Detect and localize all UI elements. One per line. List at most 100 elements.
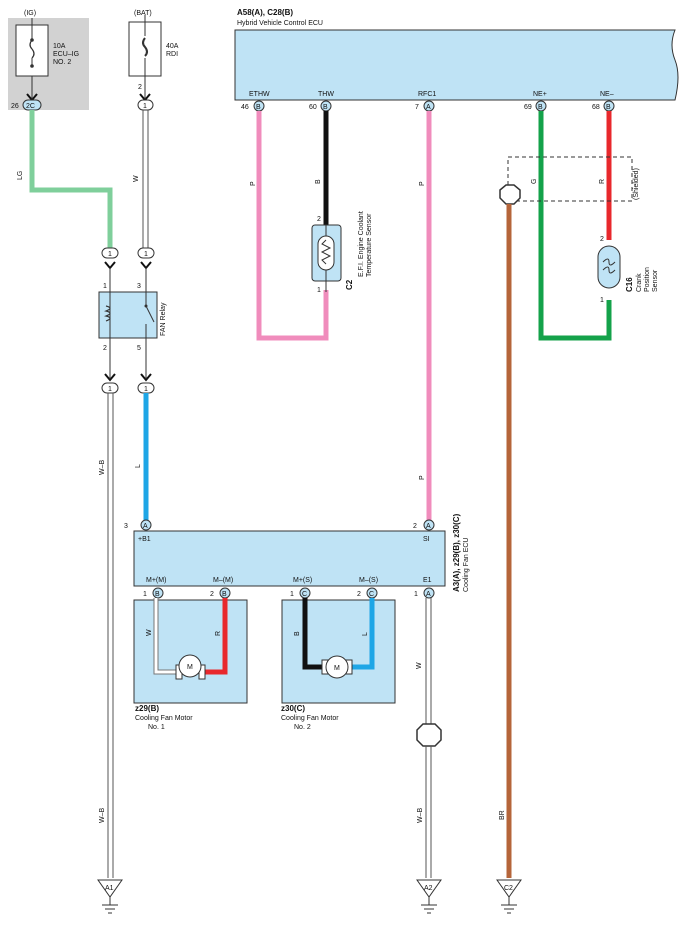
wire-b-label: B (315, 179, 322, 184)
crank-pin-bottom: 1 (600, 297, 604, 304)
fuse1-rating: 10A (53, 43, 66, 50)
coil-icon (602, 258, 616, 274)
wire-r-motor1-label: R (215, 631, 222, 636)
m-plus-s-label: M+(S) (293, 577, 312, 584)
motor2-line2: No. 2 (294, 724, 311, 731)
pin-thw-label: THW (318, 91, 334, 98)
pin-m-minus-s-conn: C (369, 591, 374, 598)
relay-pin2: 2 (103, 345, 107, 352)
pin-rfc1-conn: A (426, 104, 431, 111)
wire-wb-label-1: W–B (99, 460, 106, 476)
fan-ecu-code: A3(A), z29(B), z30(C) (452, 513, 461, 592)
fuse2-rating: 40A (166, 43, 179, 50)
coolant-pin-bottom: 1 (317, 287, 321, 294)
wire-lg (29, 110, 113, 248)
motor2-code: z30(C) (281, 704, 305, 713)
pin-thw-conn: B (323, 104, 328, 111)
motor2-line1: Cooling Fan Motor (281, 715, 339, 722)
shield-ground-junction (499, 184, 521, 205)
wire-w-e1-label: W (416, 662, 423, 669)
wire-l-label: L (135, 464, 142, 468)
hv-ecu-name: Hybrid Vehicle Control ECU (237, 20, 323, 27)
wire-br-label: BR (499, 810, 506, 820)
shield-box (507, 156, 633, 202)
pin-rfc1-label: RFC1 (418, 91, 436, 98)
wire-l-motor2 (350, 598, 375, 670)
fuse-icon (29, 39, 35, 59)
b1-num: 3 (124, 523, 128, 530)
pin-m-minus-m-num: 2 (210, 591, 214, 598)
relay-pin5: 5 (137, 345, 141, 352)
pin-ne-minus-conn: B (606, 104, 611, 111)
connector-relay-out1 (101, 382, 119, 394)
e1-label: E1 (423, 577, 432, 584)
wire-p-label-1: P (250, 181, 257, 186)
wire-b-motor2 (302, 598, 325, 670)
connector-relay-in2 (137, 247, 155, 259)
crank-line2: Position (644, 267, 651, 292)
si-label: SI (423, 536, 430, 543)
b1-conn: A (143, 523, 148, 530)
motor1-code: z29(B) (135, 704, 159, 713)
pin-ne-plus-label: NE+ (533, 91, 547, 98)
pin-m-plus-s-num: 1 (290, 591, 294, 598)
crank-line1: Crank (636, 273, 643, 292)
coolant-code: C2 (345, 279, 354, 290)
motor1-m: M (187, 664, 193, 671)
wire-p-label-2: P (419, 181, 426, 186)
ground-c2 (496, 879, 522, 914)
relay-conn3: 1 (108, 386, 112, 393)
ground-a1-label: A1 (105, 885, 114, 892)
ig-label: (IG) (24, 10, 36, 17)
fan-motor-1-box (133, 599, 248, 704)
pin-thw-num: 60 (309, 104, 317, 111)
relay-conn2: 1 (144, 251, 148, 258)
switch-icon (145, 305, 155, 323)
coolant-pin-top: 2 (317, 216, 321, 223)
wire-l-motor2-label: L (362, 632, 369, 636)
cooling-fan-ecu-box (133, 530, 446, 587)
pin-m-plus-m-num: 1 (143, 591, 147, 598)
coil-icon (103, 305, 111, 322)
pin-e1-conn: A (426, 591, 431, 598)
pin-ethw-num: 46 (241, 104, 249, 111)
coolant-line2: Temperature Sensor (366, 213, 373, 277)
relay-conn4: 1 (144, 386, 148, 393)
wire-p-ethw (256, 111, 329, 341)
ground-a2-label: A2 (424, 885, 433, 892)
bat-label: (BAT) (134, 10, 152, 17)
relay-name: FAN Relay (160, 302, 167, 336)
wire-r-label: R (599, 179, 606, 184)
pin-ne-plus-num: 69 (524, 104, 532, 111)
wire-w-motor1-label: W (146, 629, 153, 636)
relay-pin3: 3 (137, 283, 141, 290)
hv-ecu-box (234, 29, 679, 101)
wire-w-motor1 (154, 598, 178, 674)
fuse1-name: ECU–IG (53, 51, 79, 58)
relay-conn1: 1 (108, 251, 112, 258)
m-minus-m-label: M–(M) (213, 577, 233, 584)
crank-line3: Sensor (652, 269, 659, 292)
pin-ne-minus-num: 68 (592, 104, 600, 111)
pin-m-minus-m-conn: B (222, 591, 227, 598)
wire-wb-label-3: W–B (417, 808, 424, 824)
fan-ecu-name: Cooling Fan ECU (463, 538, 470, 592)
wire-g (538, 111, 612, 341)
wire-g-label: G (531, 179, 538, 184)
motor2-m: M (334, 665, 340, 672)
wire-lg-label: LG (17, 171, 24, 180)
bat-pin: 2 (138, 84, 142, 91)
pin-e1-num: 1 (414, 591, 418, 598)
fuse2-name: RDI (166, 51, 178, 58)
fuse-icon (142, 37, 148, 57)
ig-pin: 26 (11, 103, 19, 110)
connector-relay-in1 (101, 247, 119, 259)
fan-motor-2-box (281, 599, 396, 704)
shielded-label: (Shielded) (633, 168, 640, 200)
connector-bat (137, 99, 154, 111)
ground-a1 (97, 879, 123, 914)
pin-m-plus-s-conn: C (302, 591, 307, 598)
bat-conn: 1 (143, 103, 147, 110)
wire-r-motor1 (203, 598, 228, 675)
